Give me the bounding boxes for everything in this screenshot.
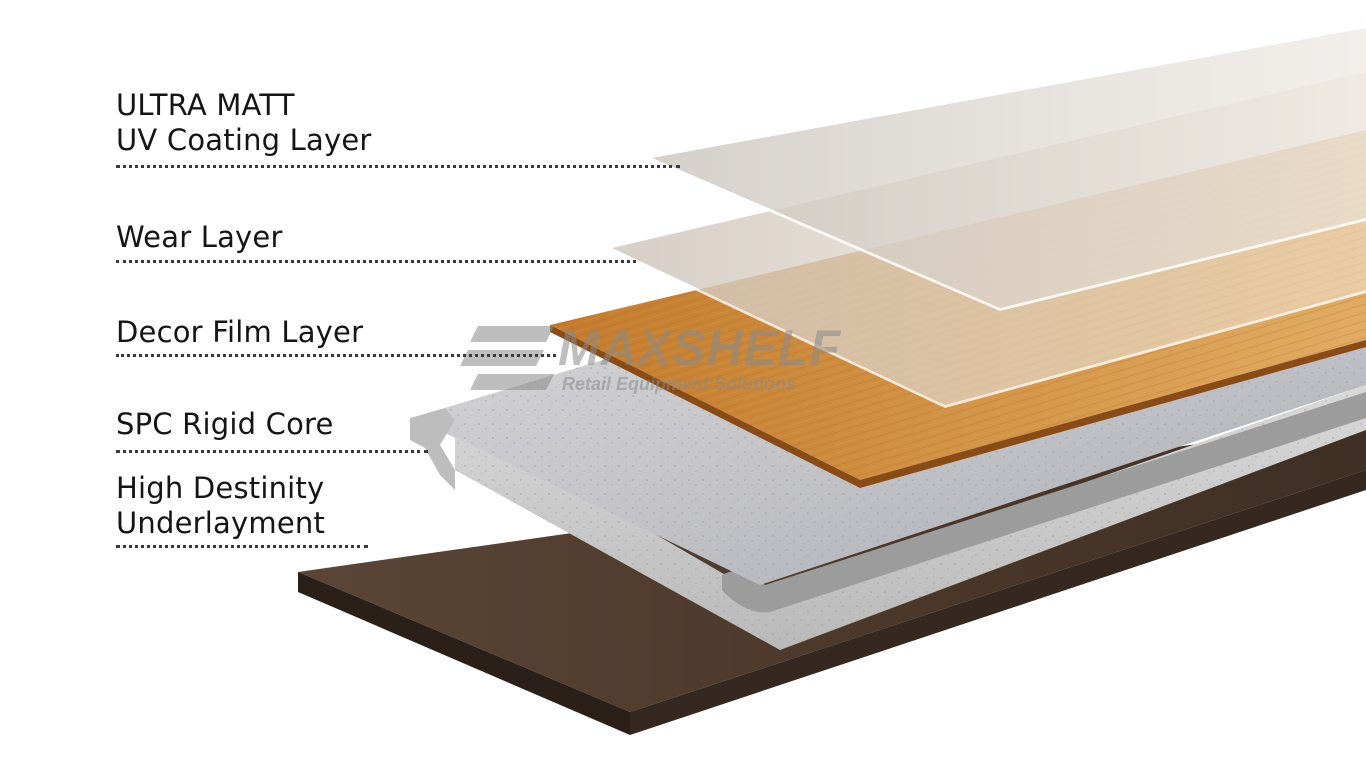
label-decor-film-line-1: Decor Film Layer bbox=[116, 315, 364, 349]
uv-coating-layer bbox=[652, 28, 1366, 311]
label-decor-film: Decor Film Layer bbox=[116, 315, 363, 350]
leader-line-decor-film bbox=[116, 354, 556, 357]
leader-line-underlayment bbox=[116, 545, 368, 548]
label-uv-coating-line-1: ULTRA MATT bbox=[116, 88, 295, 122]
label-underlayment: High Destinity Underlayment bbox=[116, 471, 325, 541]
decor-film-edge bbox=[550, 325, 1366, 488]
underlayment-edge bbox=[298, 572, 630, 735]
leader-line-spc-core bbox=[116, 450, 428, 453]
label-underlayment-line-2: Underlayment bbox=[116, 506, 326, 540]
label-uv-coating-line-2: UV Coating Layer bbox=[116, 123, 372, 157]
leader-line-uv-coating bbox=[116, 165, 680, 168]
uv-coating-sheet bbox=[652, 28, 1366, 308]
spc-core-groove bbox=[722, 392, 1366, 613]
label-spc-core-line-1: SPC Rigid Core bbox=[116, 407, 334, 441]
label-uv-coating: ULTRA MATT UV Coating Layer bbox=[116, 88, 372, 158]
underlayment-front-edge bbox=[630, 470, 1366, 735]
label-spc-core: SPC Rigid Core bbox=[116, 407, 334, 442]
spc-core-tongue bbox=[410, 408, 455, 490]
label-underlayment-line-1: High Destinity bbox=[116, 471, 325, 505]
leader-line-wear-layer bbox=[116, 260, 636, 263]
label-wear-layer-line-1: Wear Layer bbox=[116, 220, 283, 254]
label-wear-layer: Wear Layer bbox=[116, 220, 283, 255]
spc-core-side-speckle bbox=[455, 385, 1366, 650]
